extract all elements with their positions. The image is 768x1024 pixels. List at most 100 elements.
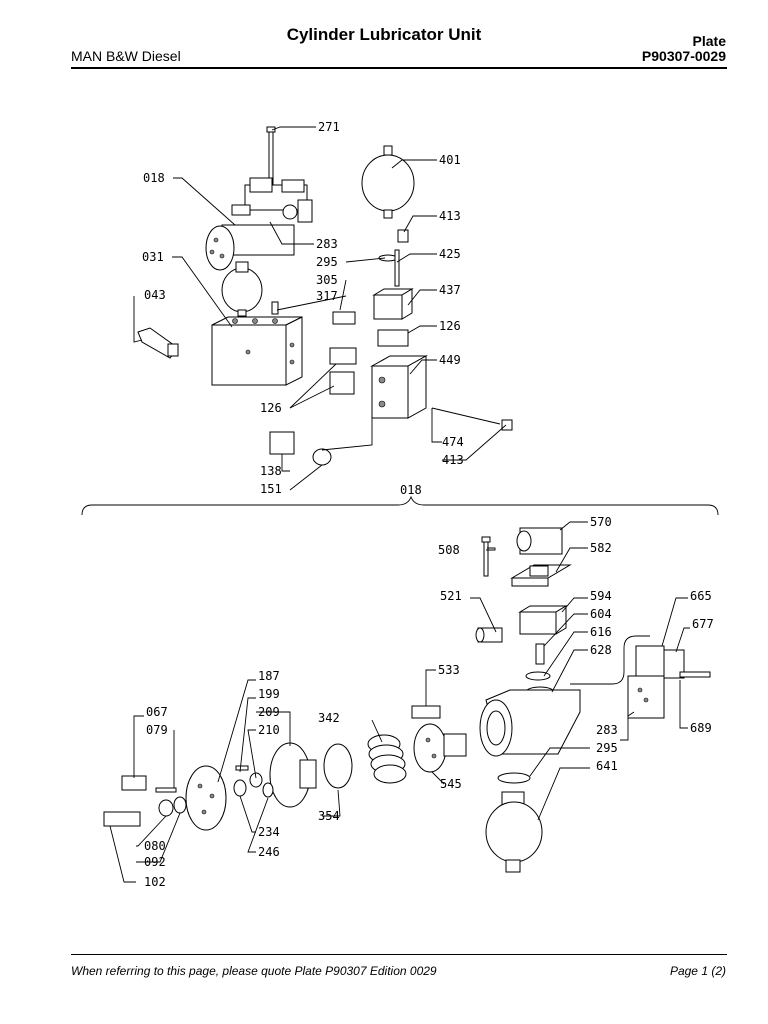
- page-title: Cylinder Lubricator Unit: [286, 25, 482, 44]
- callout-018-assembly: 018: [400, 483, 422, 497]
- callout-582: 582: [590, 541, 612, 555]
- part-665-solenoid-valve: [570, 635, 685, 719]
- callout-138: 138: [260, 464, 282, 478]
- callout-283: 283: [596, 723, 618, 737]
- callout-594: 594: [590, 589, 612, 603]
- callout-449: 449: [439, 353, 461, 367]
- part-641-accumulator: [485, 791, 543, 873]
- part-594-valve-body: [518, 605, 568, 635]
- part-151-cap: [312, 448, 332, 466]
- callout-474: 474: [442, 435, 464, 449]
- callout-305: 305: [316, 273, 338, 287]
- callout-641: 641: [596, 759, 618, 773]
- callout-126-lower: 126: [260, 401, 282, 415]
- callout-616: 616: [590, 625, 612, 639]
- part-295-washer-lower: [497, 772, 531, 784]
- callout-151: 151: [260, 482, 282, 496]
- callout-295: 295: [596, 741, 618, 755]
- part-housing: [479, 689, 581, 757]
- callout-210: 210: [258, 723, 280, 737]
- callout-271: 271: [318, 120, 340, 134]
- callout-067: 067: [146, 705, 168, 719]
- callout-533: 533: [438, 663, 460, 677]
- part-317-pin: [271, 301, 279, 315]
- part-437-block: [372, 288, 414, 320]
- plate-number: P90307-0029: [641, 48, 726, 64]
- callout-018: 018: [143, 171, 165, 185]
- callout-234: 234: [258, 825, 280, 839]
- part-accumulator-small: [221, 261, 263, 317]
- upper-assembly: 271 018 401 413 283 295 425 031 305 317 …: [133, 120, 513, 496]
- callout-413-lower: 413: [442, 453, 464, 467]
- part-545-piston: [413, 723, 467, 773]
- callout-437: 437: [439, 283, 461, 297]
- part-305-plug: [332, 311, 356, 325]
- part-604-pin: [535, 643, 545, 665]
- part-449-block: [370, 355, 428, 419]
- part-092-washer: [173, 796, 187, 814]
- callout-665: 665: [690, 589, 712, 603]
- callout-043: 043: [144, 288, 166, 302]
- part-079-pin: [155, 787, 177, 793]
- part-102-nipple: [103, 811, 141, 827]
- callout-545: 545: [440, 777, 462, 791]
- footer-rule: [71, 954, 727, 955]
- callout-080: 080: [144, 839, 166, 853]
- callout-209: 209: [258, 705, 280, 719]
- callout-031: 031: [142, 250, 164, 264]
- part-508-bolt: [481, 536, 491, 577]
- callout-354: 354: [318, 809, 340, 823]
- callout-521: 521: [440, 589, 462, 603]
- part-342-spring: [367, 734, 407, 784]
- part-043-fitting: [137, 327, 179, 359]
- callout-689: 689: [690, 721, 712, 735]
- header-rule: [71, 67, 727, 69]
- part-210-washer: [249, 772, 263, 788]
- callout-092: 092: [144, 855, 166, 869]
- part-246-seal: [262, 782, 274, 798]
- part-031-block: [211, 316, 303, 386]
- callout-246: 246: [258, 845, 280, 859]
- callout-283: 283: [316, 237, 338, 251]
- part-401-accumulator: [361, 145, 415, 219]
- part-138-nut: [269, 431, 295, 455]
- part-521-plug: [475, 627, 503, 643]
- part-533-fitting: [411, 705, 441, 719]
- part-234-ring: [233, 779, 247, 797]
- part-570-solenoid: [516, 527, 563, 555]
- page-number: Page 1 (2): [669, 964, 726, 978]
- part-474-rod: [431, 407, 501, 425]
- callout-199: 199: [258, 687, 280, 701]
- part-425-rod: [394, 249, 400, 287]
- company-name: MAN B&W Diesel: [71, 48, 181, 64]
- callout-295: 295: [316, 255, 338, 269]
- plate-label: Plate: [692, 33, 726, 49]
- part-413-nut: [397, 229, 409, 243]
- part-689-bolt: [679, 671, 711, 678]
- callout-187: 187: [258, 669, 280, 683]
- part-080-ring: [158, 799, 174, 817]
- callout-401: 401: [439, 153, 461, 167]
- callout-342: 342: [318, 711, 340, 725]
- part-018-solenoid-valve: [205, 177, 313, 271]
- callout-126: 126: [439, 319, 461, 333]
- footer-note: When referring to this page, please quot…: [71, 964, 437, 978]
- callout-079: 079: [146, 723, 168, 737]
- part-067-fitting: [121, 775, 147, 791]
- callout-317: 317: [316, 289, 338, 303]
- lower-assembly: 570 508 582 521 594 604 665 616 677 628 …: [103, 515, 714, 889]
- part-126-check-valves: [329, 329, 409, 395]
- callout-677: 677: [692, 617, 714, 631]
- part-354-oring: [323, 743, 353, 789]
- callout-102: 102: [144, 875, 166, 889]
- part-413-nut-lower: [501, 419, 513, 431]
- part-199-screw: [235, 765, 249, 771]
- part-582-bracket: [510, 564, 572, 587]
- callout-425: 425: [439, 247, 461, 261]
- part-616-ring: [525, 671, 551, 681]
- callout-570: 570: [590, 515, 612, 529]
- part-187-plate: [185, 765, 227, 831]
- part-209-flange: [269, 742, 317, 808]
- callout-604: 604: [590, 607, 612, 621]
